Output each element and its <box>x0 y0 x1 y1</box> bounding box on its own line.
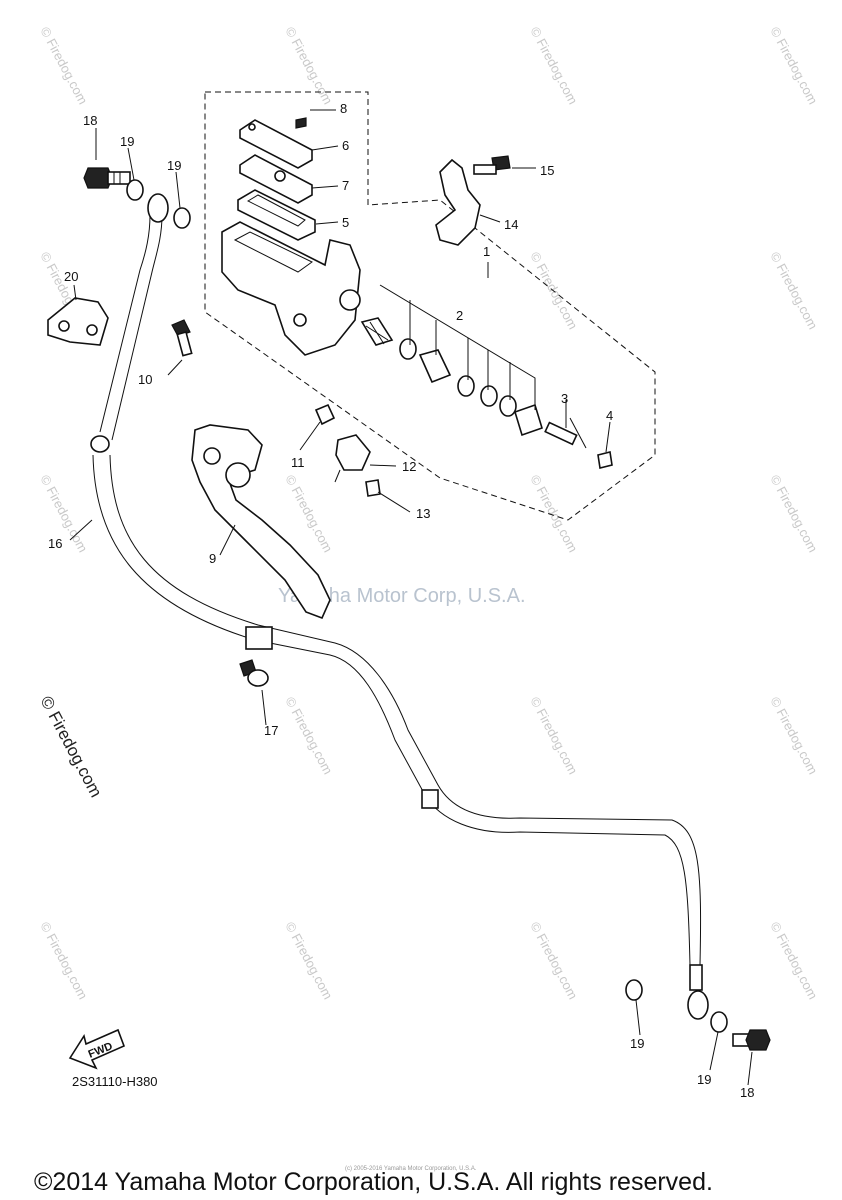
callout-17: 17 <box>264 723 278 738</box>
callout-19: 19 <box>697 1072 711 1087</box>
callout-12: 12 <box>402 459 416 474</box>
push-rod-icon <box>544 417 587 449</box>
callout-18: 18 <box>83 113 97 128</box>
callout-19: 19 <box>120 134 134 149</box>
callout-15: 15 <box>540 163 554 178</box>
watermark-text: © Firedog.com <box>527 694 580 776</box>
piston-kit-icon <box>360 317 543 437</box>
copper-washer-icon <box>126 179 144 201</box>
diaphragm-icon <box>237 189 316 241</box>
banjo-end <box>147 193 169 223</box>
brake-lever-icon <box>191 424 331 620</box>
copper-washer-icon <box>625 979 643 1001</box>
watermark-text: © Firedog.com <box>767 472 820 554</box>
callout-10: 10 <box>138 372 152 387</box>
hose-end <box>689 964 703 991</box>
watermark-text: © Firedog.com <box>527 472 580 554</box>
callout-7: 7 <box>342 178 349 193</box>
master-cylinder-assembly-outline <box>204 91 656 521</box>
brake-switch-icon <box>334 434 371 483</box>
brake-hose <box>90 193 709 1020</box>
screw-icon <box>365 479 381 497</box>
master-cylinder-body <box>221 221 361 356</box>
union-bolt-icon <box>83 167 131 189</box>
watermark-text: © Firedog.com <box>282 24 335 106</box>
callout-18: 18 <box>740 1085 754 1100</box>
cap-icon <box>314 403 336 426</box>
watermark-text: © Firedog.com <box>37 24 90 106</box>
callout-9: 9 <box>209 551 216 566</box>
callout-8: 8 <box>340 101 347 116</box>
callout-19: 19 <box>630 1036 644 1051</box>
leader-lines <box>69 109 753 1086</box>
pivot-bolt-icon <box>171 319 193 357</box>
callout-labels: 1 2 3 4 5 6 7 8 9 10 11 12 13 14 15 16 1… <box>48 101 754 1100</box>
callout-4: 4 <box>606 408 613 423</box>
nut-icon <box>597 451 613 469</box>
screw-icon <box>295 117 307 129</box>
callout-16: 16 <box>48 536 62 551</box>
watermark-text: © Firedog.com <box>527 24 580 106</box>
callout-3: 3 <box>561 391 568 406</box>
callout-6: 6 <box>342 138 349 153</box>
watermark-text: © Firedog.com <box>527 919 580 1001</box>
watermark-text: © Firedog.com <box>767 694 820 776</box>
hose-fitting <box>245 626 273 650</box>
watermark-text: © Firedog.com <box>767 249 820 331</box>
brand-watermark: Yamaha Motor Corp, U.S.A. <box>278 585 526 607</box>
union-bolt-icon <box>732 1029 771 1051</box>
watermark-text: © Firedog.com <box>37 919 90 1001</box>
bleed-screw-icon <box>239 659 269 687</box>
watermark-text: © Firedog.com <box>282 694 335 776</box>
fine-print: (c) 2005-2016 Yamaha Motor Corporation, … <box>345 1166 477 1172</box>
diagram-code: 2S31110-H380 <box>72 1074 158 1089</box>
watermark-text: © Firedog.com <box>282 919 335 1001</box>
watermark-text: © Firedog.com <box>767 24 820 106</box>
bolt-icon <box>473 155 511 175</box>
forward-arrow-icon: FWD <box>68 1028 126 1070</box>
callout-1: 1 <box>483 244 490 259</box>
banjo-end <box>687 990 709 1020</box>
side-watermark: © Firedog.com <box>36 693 105 801</box>
copper-washer-icon <box>710 1011 728 1033</box>
callout-14: 14 <box>504 217 518 232</box>
hose-clamp-icon <box>47 297 109 346</box>
callout-20: 20 <box>64 269 78 284</box>
clamp-holder-icon <box>435 158 481 246</box>
callout-13: 13 <box>416 506 430 521</box>
reservoir-cap-icon <box>239 119 313 169</box>
callout-5: 5 <box>342 215 349 230</box>
watermark-text: © Firedog.com <box>37 472 90 554</box>
footer-copyright: ©2014 Yamaha Motor Corporation, U.S.A. A… <box>34 1168 713 1196</box>
callout-2: 2 <box>456 308 463 323</box>
callout-11: 11 <box>291 455 305 470</box>
watermark-text: © Firedog.com <box>282 472 335 554</box>
callout-19: 19 <box>167 158 181 173</box>
hose-fitting <box>421 789 439 809</box>
copper-washer-icon <box>173 207 191 229</box>
watermark-text: © Firedog.com <box>767 919 820 1001</box>
diaphragm-plate-icon <box>239 154 313 204</box>
